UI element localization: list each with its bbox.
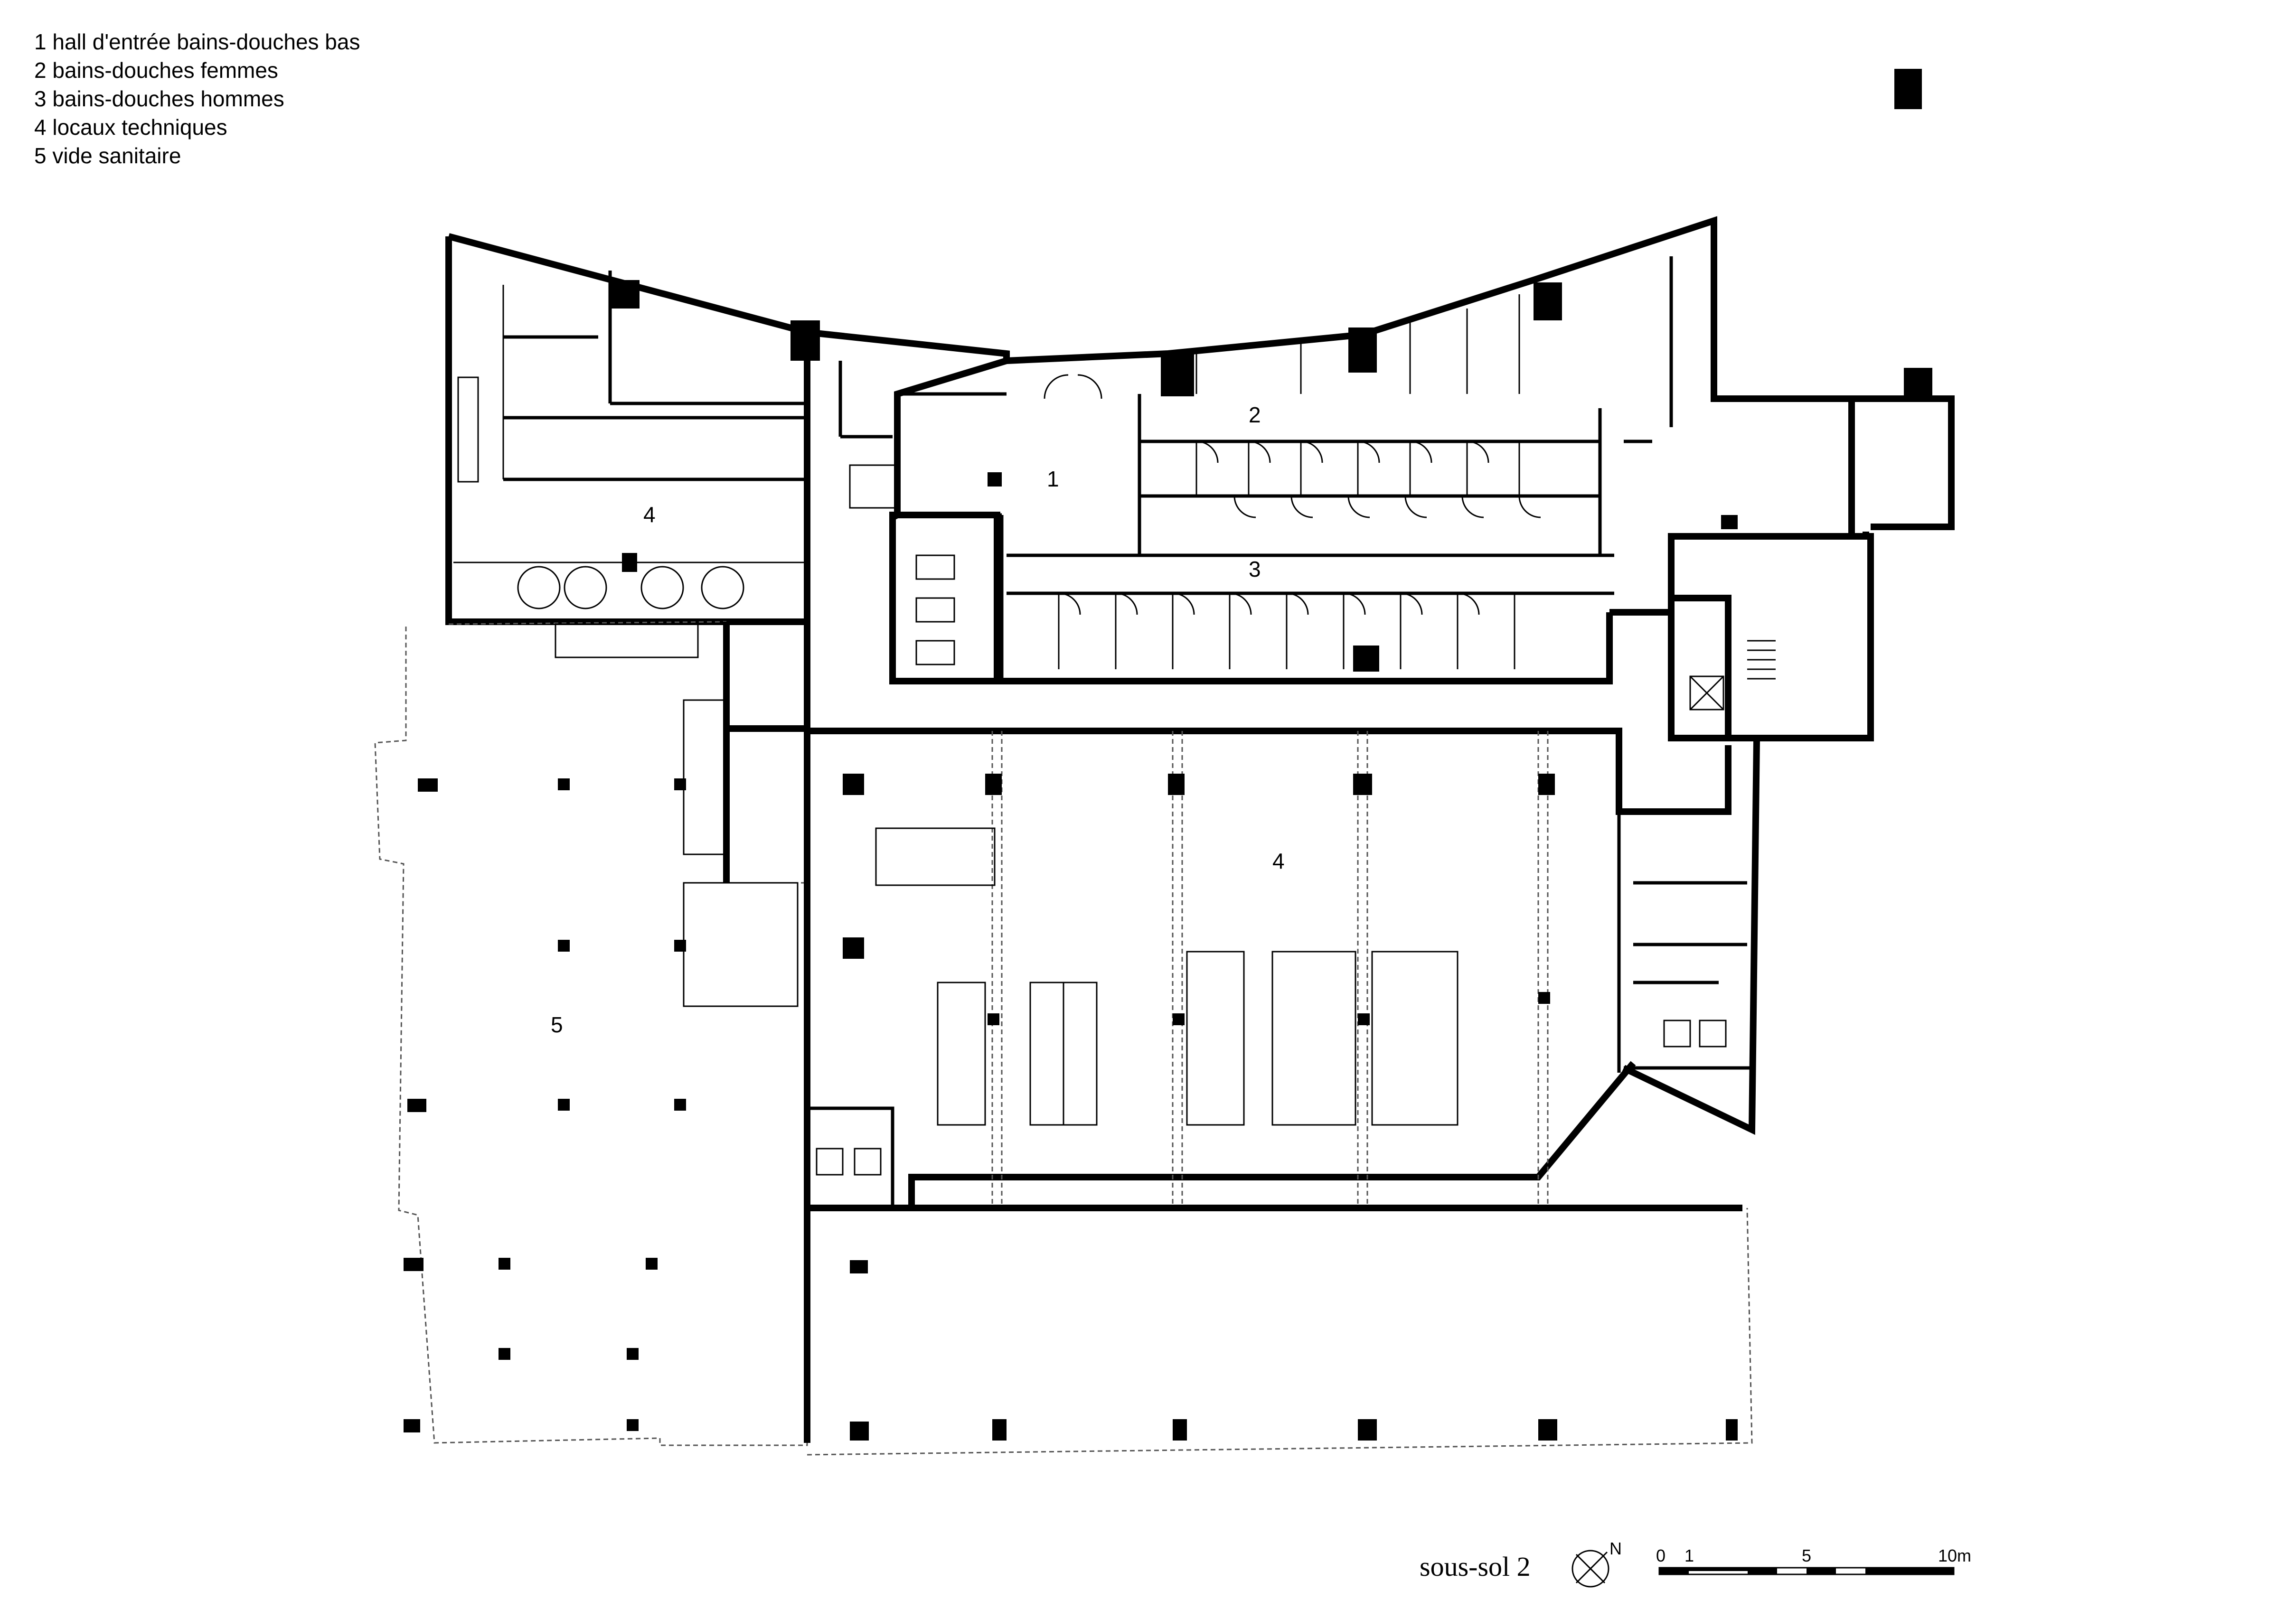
room-label-tech-left: 4 [643,502,656,527]
scale-label-5: 5 [1802,1546,1811,1565]
plan-title: sous-sol 2 [1420,1551,1531,1582]
room-label-men: 3 [1249,557,1261,581]
legend-item-4: 4 locaux techniques [34,115,227,140]
crawl-space [374,621,808,1446]
scale-bar: 0 1 5 10m [1656,1546,1971,1575]
room-label-void: 5 [551,1012,563,1037]
legend-item-1: 1 hall d'entrée bains-douches bas [34,29,360,54]
legend: 1 hall d'entrée bains-douches bas 2 bain… [34,28,360,170]
room-label-women: 2 [1249,402,1261,427]
scale-label-0: 0 [1656,1546,1666,1565]
scale-label-1: 1 [1684,1546,1694,1565]
tech-room-left [445,233,820,625]
north-block [1894,69,1922,109]
room-label-hall: 1 [1047,467,1059,491]
north-arrow-icon: N [1571,1539,1622,1588]
room-label-tech-main: 4 [1272,849,1285,873]
baths-block [807,216,1874,741]
service-rooms [838,361,1000,684]
bottom-basement [804,1207,1753,1456]
scale-label-10: 10m [1938,1546,1971,1565]
legend-item-2: 2 bains-douches femmes [34,58,278,83]
east-wing [1668,368,1955,741]
structural-walls [723,618,810,1443]
legend-item-3: 3 bains-douches hommes [34,86,284,111]
legend-item-5: 5 vide sanitaire [34,143,181,168]
north-label: N [1609,1539,1622,1558]
tech-room-main [805,728,1760,1211]
